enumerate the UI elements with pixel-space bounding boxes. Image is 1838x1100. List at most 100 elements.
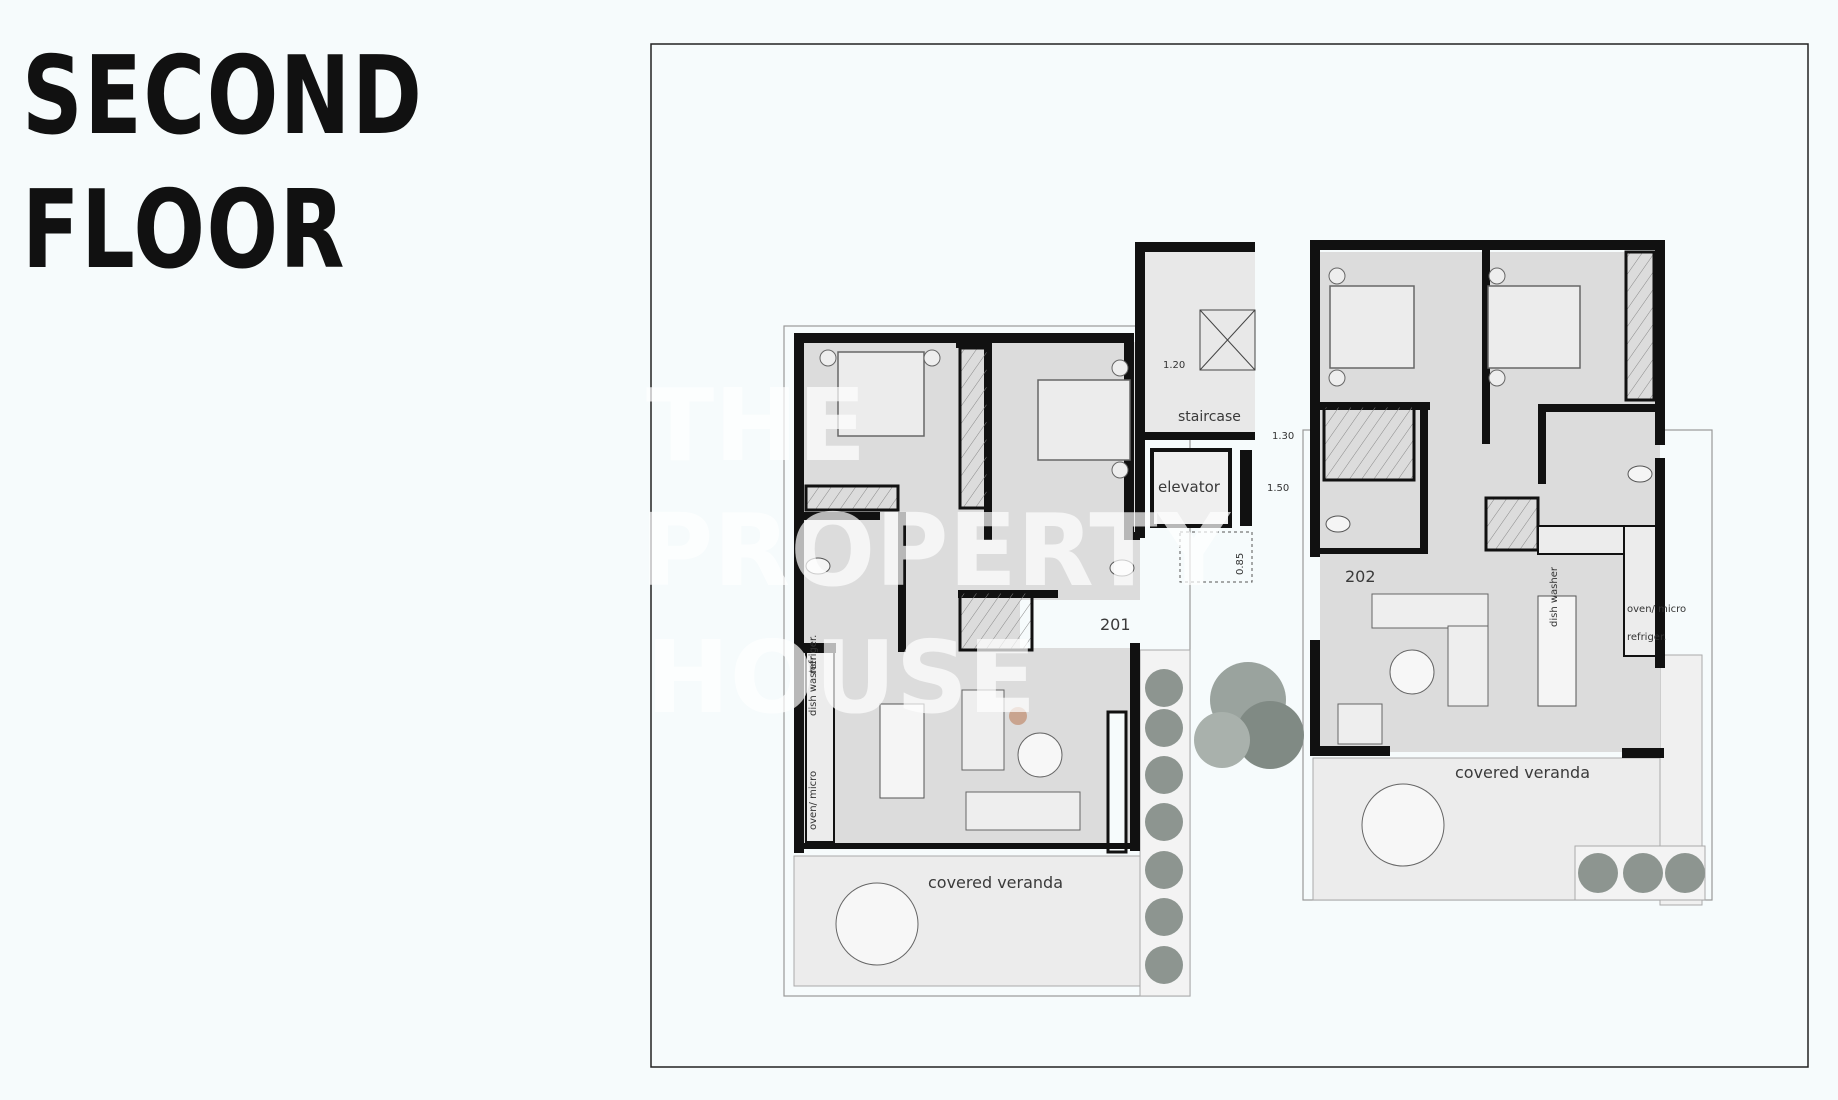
bedside-lamp [1488, 369, 1506, 387]
shrub [1145, 946, 1183, 984]
sofa [961, 689, 1005, 771]
shrub [1145, 756, 1183, 794]
bedside-lamp [819, 349, 837, 367]
bedside-lamp [1328, 267, 1346, 285]
bedside-lamp [1111, 359, 1129, 377]
dimension-0-85: 0.85 [1235, 553, 1246, 575]
wall [1310, 240, 1320, 557]
core [1135, 242, 1256, 583]
oven-right-label: oven/ micro [1627, 604, 1686, 615]
side-table [1009, 707, 1027, 725]
sliding-door [1106, 710, 1128, 854]
dishwasher-left-label: dish washer [808, 655, 819, 716]
bed [1487, 285, 1581, 369]
wardrobe [804, 484, 900, 512]
shrub [1665, 853, 1705, 893]
stair-line [1199, 309, 1256, 371]
watermark-line-3: HOUSE [646, 619, 1036, 736]
shrub [1145, 803, 1183, 841]
wall [1240, 450, 1252, 526]
wall [1624, 240, 1665, 250]
wall [1310, 640, 1320, 755]
plan-frame [650, 43, 1809, 1068]
sofa [1447, 625, 1489, 707]
wall [1310, 240, 1665, 250]
garden-trees [1145, 662, 1705, 984]
bedside-lamp [1111, 461, 1129, 479]
watermark-line-1: THE [646, 367, 866, 484]
title-line-2: FLOOR [22, 168, 347, 293]
wheelchair-space [1179, 531, 1253, 583]
elevator-label: elevator [1158, 478, 1221, 496]
watermark-line-2: PROPERTY [640, 492, 1232, 609]
tree [1194, 712, 1250, 768]
wall [1420, 402, 1428, 550]
kitchen-island [879, 703, 925, 799]
apartment-202-label: 202 [1345, 567, 1376, 586]
sofa [965, 791, 1081, 831]
wall [794, 333, 1134, 343]
toilet [1627, 465, 1653, 483]
wall [898, 512, 906, 652]
shrub [1145, 709, 1183, 747]
dimension-1-30: 1.30 [1272, 431, 1294, 442]
staircase-label: staircase [1178, 409, 1241, 425]
watermark: THE PROPERTY HOUSE [640, 367, 1232, 736]
bedside-lamp [1328, 369, 1346, 387]
coffee-table [1389, 649, 1435, 695]
wardrobe [1484, 496, 1540, 552]
refrigerator-right-label: refriger. [1627, 632, 1666, 643]
wall [1538, 404, 1658, 412]
armchair [1337, 703, 1383, 745]
bed [837, 351, 925, 437]
stair-well [1199, 309, 1256, 371]
apartment-202 [1310, 240, 1665, 867]
wall [1655, 240, 1665, 445]
wall [800, 512, 880, 520]
shrub [1623, 853, 1663, 893]
sofa [1371, 593, 1489, 629]
wall [1130, 643, 1140, 851]
shrub [1578, 853, 1618, 893]
wardrobe [958, 590, 1034, 652]
veranda-table [835, 882, 919, 966]
wardrobe [1322, 404, 1416, 482]
kitchen-counter [805, 651, 835, 843]
toilet [1325, 515, 1351, 533]
kitchen-counter [1623, 525, 1657, 657]
bedside-lamp [923, 349, 941, 367]
apartment-201-label: 201 [1100, 615, 1131, 634]
wall [1622, 748, 1664, 758]
wall [794, 643, 836, 653]
wall [956, 340, 990, 348]
kitchen-island [1537, 595, 1577, 707]
wall [1310, 746, 1390, 756]
veranda-table [1361, 783, 1445, 867]
wall [1124, 532, 1140, 540]
wall [1538, 404, 1546, 484]
bed [1037, 379, 1131, 461]
title-line-1: SECOND [22, 34, 424, 159]
dimension-1-50: 1.50 [1267, 483, 1289, 494]
wall [794, 843, 1140, 849]
toilet [805, 557, 831, 575]
apartment-201 [794, 333, 1140, 966]
coffee-table [1017, 732, 1063, 778]
apt-201-corridor-gap [1020, 600, 1140, 648]
kitchen-counter [1537, 525, 1625, 555]
covered-veranda-right-label: covered veranda [1455, 763, 1590, 782]
covered-veranda-left-label: covered veranda [928, 873, 1063, 892]
oven-left-label: oven/ micro [808, 771, 819, 830]
wardrobe [1624, 250, 1656, 402]
wall [1655, 458, 1665, 668]
tree [1236, 701, 1304, 769]
bed [1329, 285, 1415, 369]
toilet [1109, 559, 1135, 577]
wall [1145, 432, 1255, 440]
shrub [1145, 898, 1183, 936]
shrub [1145, 851, 1183, 889]
refrigerator-left-label: refriger. [808, 635, 819, 674]
bedside-lamp [1488, 267, 1506, 285]
wall [1320, 548, 1428, 554]
